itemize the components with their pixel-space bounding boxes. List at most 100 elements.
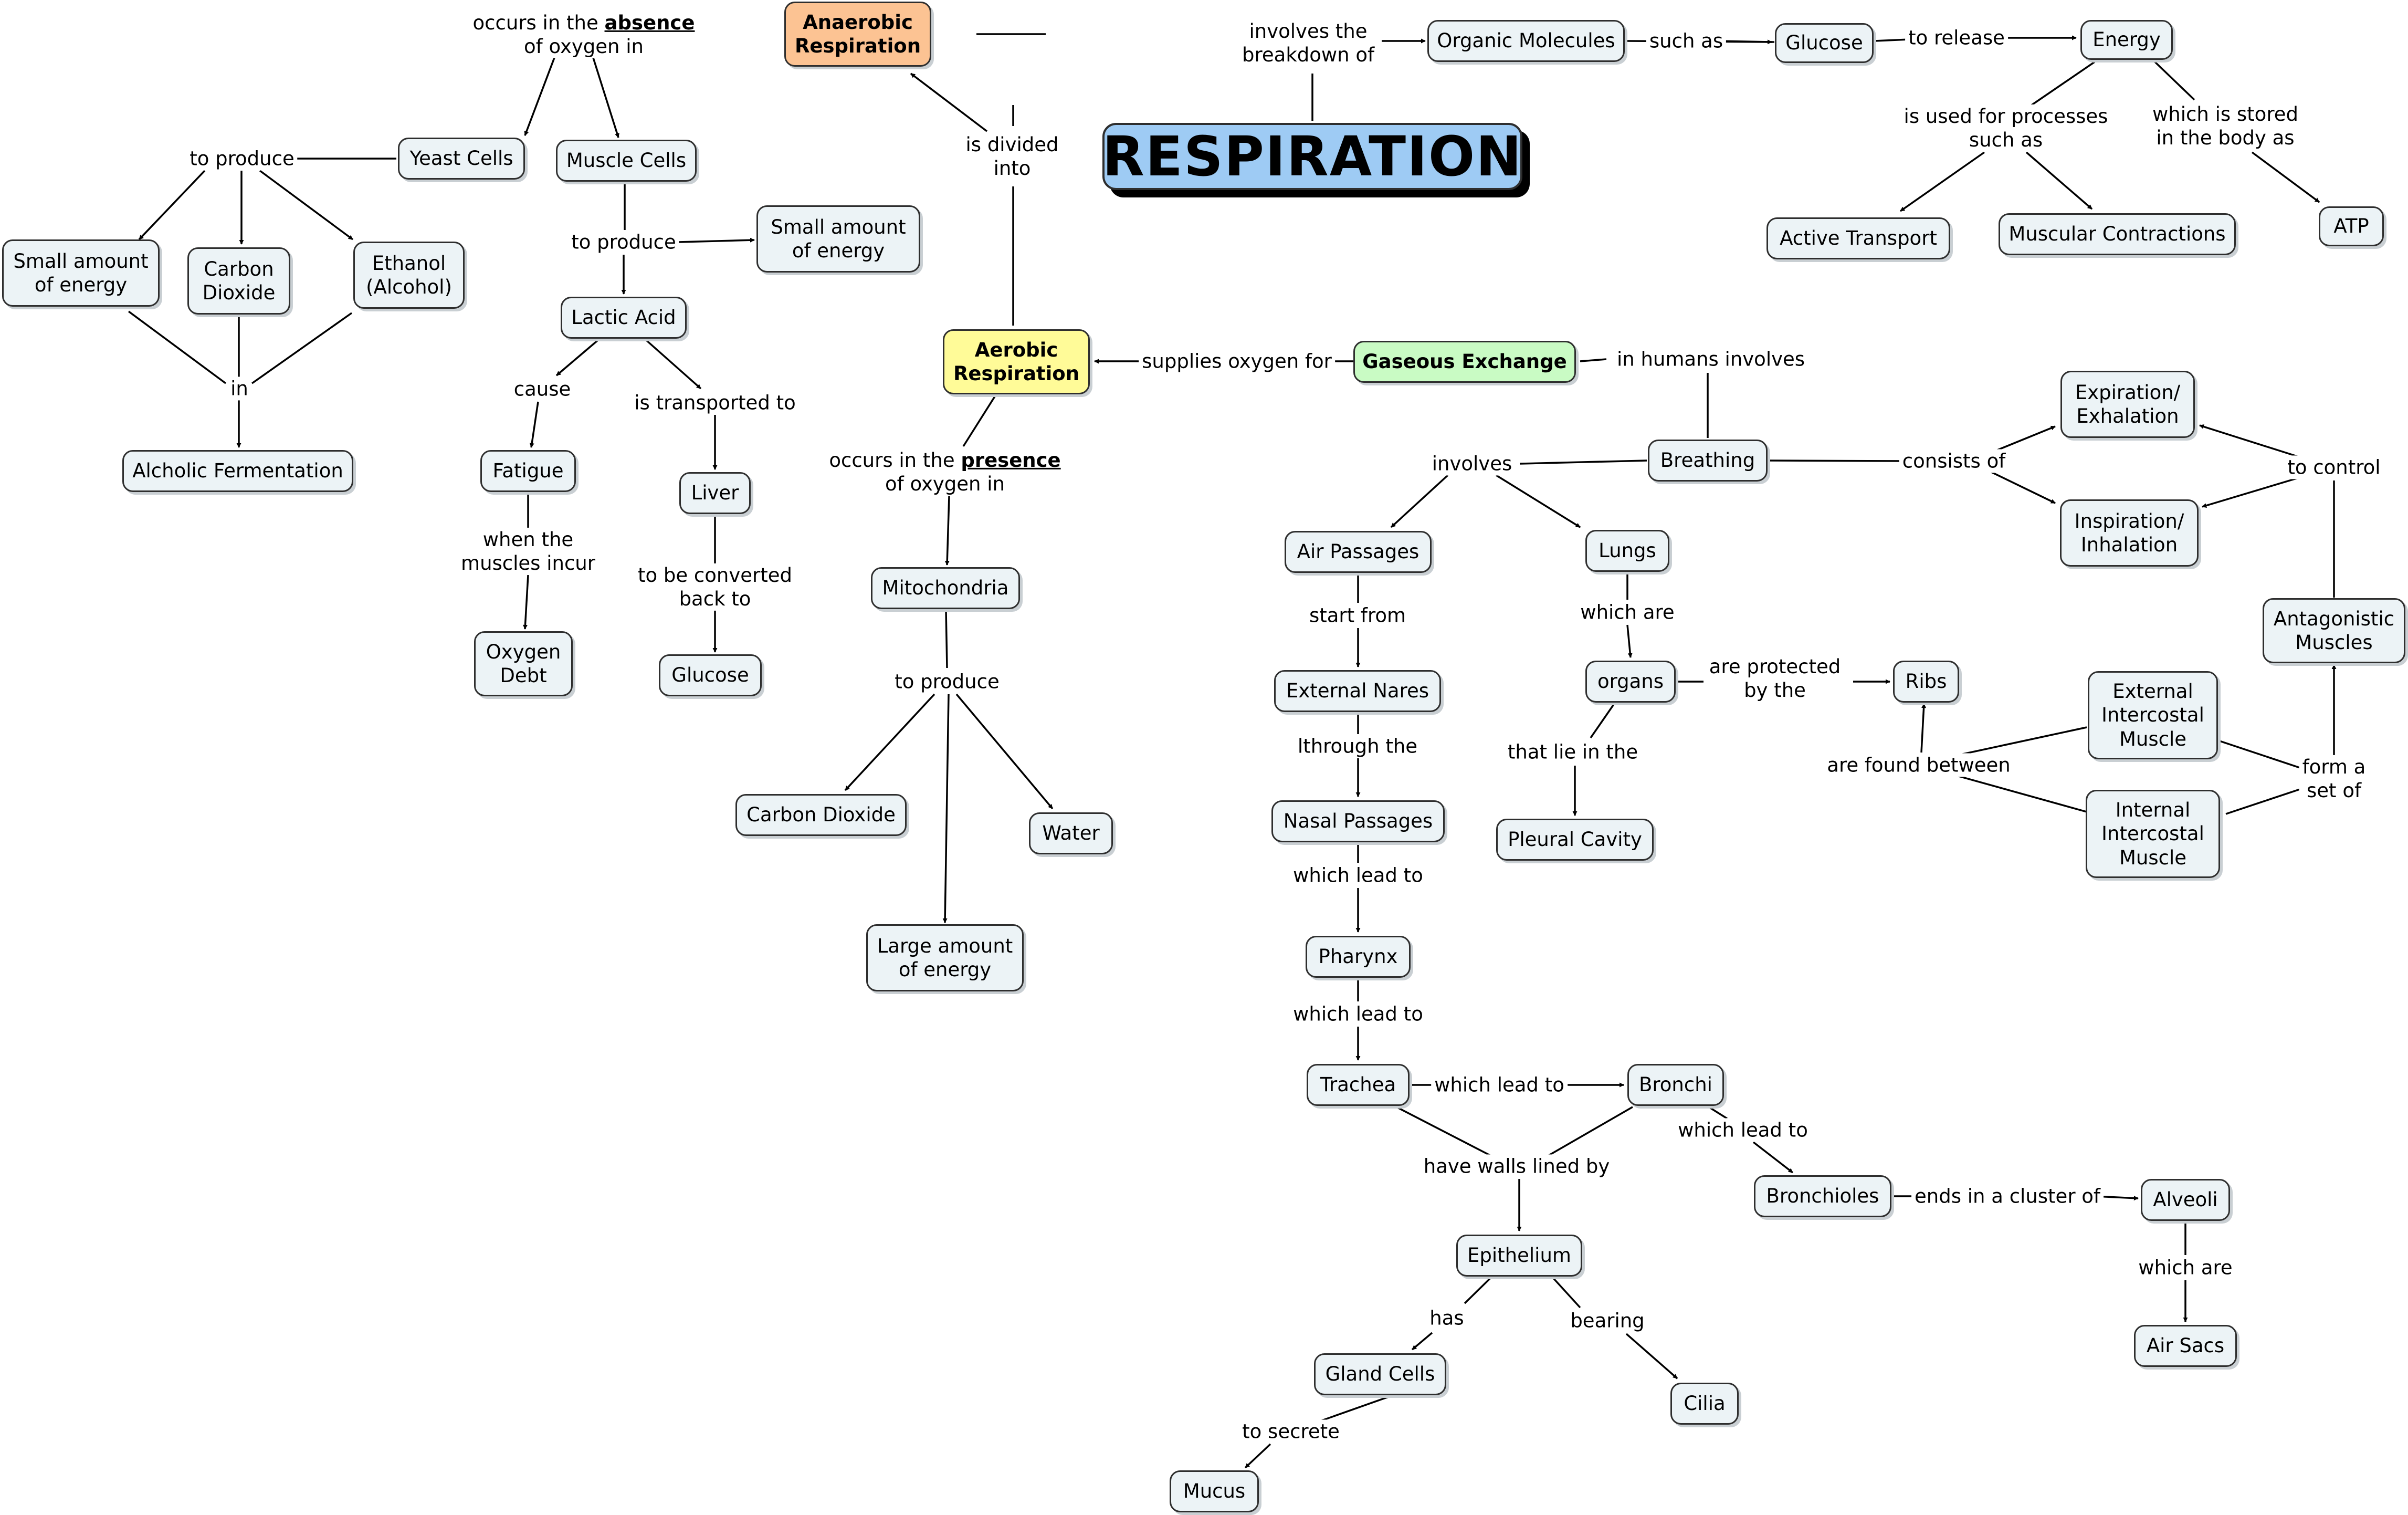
- alveoli-node[interactable]: Alveoli: [2141, 1179, 2230, 1221]
- to-control-label: to control: [2284, 455, 2384, 479]
- connector-arrow: [942, 694, 950, 923]
- external-intercostal-node[interactable]: External Intercostal Muscle: [2088, 671, 2218, 759]
- pleural-cavity-node[interactable]: Pleural Cavity: [1496, 819, 1654, 861]
- nasal-passages-node[interactable]: Nasal Passages: [1271, 800, 1445, 842]
- bronchi-node[interactable]: Bronchi: [1627, 1064, 1724, 1106]
- cause-label: cause: [510, 377, 574, 401]
- active-transport-node[interactable]: Active Transport: [1766, 217, 1950, 259]
- connector-line: [1952, 774, 2087, 813]
- connector-arrow: [2251, 151, 2320, 203]
- connector-arrow: [2025, 151, 2093, 210]
- connector-line: [945, 610, 948, 668]
- connector-line: [1552, 1277, 1581, 1309]
- to-produce-muscle-label: to produce: [568, 230, 679, 254]
- respiration-node[interactable]: RESPIRATION: [1102, 123, 1522, 190]
- organic-molecules-node[interactable]: Organic Molecules: [1427, 20, 1625, 62]
- walls-lined-by-label: have walls lined by: [1420, 1154, 1613, 1178]
- anaerobic-respiration-node[interactable]: Anaerobic Respiration: [784, 2, 931, 67]
- connector-arrow: [1626, 624, 1633, 658]
- to-secrete-label: to secrete: [1239, 1419, 1343, 1444]
- connector-arrow: [844, 693, 935, 791]
- external-nares-node[interactable]: External Nares: [1274, 670, 1441, 712]
- epithelium-node[interactable]: Epithelium: [1456, 1235, 1582, 1277]
- connector-arrow: [1496, 474, 1581, 528]
- connector-arrow: [529, 401, 539, 448]
- divided-into-label: is divided into: [962, 132, 1062, 181]
- lie-in-label: that lie in the: [1504, 740, 1642, 764]
- connector-line: [2154, 61, 2195, 101]
- liver-node[interactable]: Liver: [679, 472, 751, 514]
- form-a-set-of-label: form a set of: [2299, 755, 2369, 803]
- mitochondria-node[interactable]: Mitochondria: [871, 567, 1020, 609]
- lead-to-bronchi-label: which lead to: [1431, 1073, 1568, 1097]
- lungs-node[interactable]: Lungs: [1585, 530, 1669, 572]
- aerobic-respiration-node[interactable]: Aerobic Respiration: [943, 329, 1090, 394]
- alcoholic-fermentation-node[interactable]: Alcholic Fermentation: [122, 450, 353, 492]
- muscular-contractions-node[interactable]: Muscular Contractions: [1999, 213, 2236, 255]
- expiration-node[interactable]: Expiration/ Exhalation: [2060, 371, 2195, 438]
- carbon-dioxide-yeast-node[interactable]: Carbon Dioxide: [187, 247, 290, 315]
- glucose-liver-node[interactable]: Glucose: [659, 654, 762, 696]
- antagonistic-muscles-node[interactable]: Antagonistic Muscles: [2263, 598, 2405, 663]
- connector-line: [1590, 703, 1615, 738]
- large-energy-node[interactable]: Large amount of energy: [866, 924, 1024, 991]
- connector-arrow: [2199, 424, 2308, 461]
- pharynx-node[interactable]: Pharynx: [1306, 936, 1411, 978]
- oxygen-debt-node[interactable]: Oxygen Debt: [474, 631, 573, 696]
- such-as-label: such as: [1646, 29, 1727, 53]
- has-label: has: [1426, 1306, 1467, 1330]
- ethanol-node[interactable]: Ethanol (Alcohol): [353, 242, 465, 309]
- cilia-node[interactable]: Cilia: [1670, 1383, 1739, 1425]
- fatigue-node[interactable]: Fatigue: [480, 450, 576, 492]
- water-node[interactable]: Water: [1029, 812, 1113, 854]
- connector-arrow: [910, 72, 988, 132]
- connector-line: [2225, 787, 2305, 815]
- connector-arrow: [1752, 1141, 1794, 1174]
- connector-arrow: [522, 574, 529, 630]
- lead-to-pharynx-label: which lead to: [1290, 863, 1426, 887]
- mucus-node[interactable]: Mucus: [1170, 1470, 1259, 1512]
- bronchioles-node[interactable]: Bronchioles: [1754, 1175, 1891, 1217]
- small-energy-yeast-node[interactable]: Small amount of energy: [2, 239, 160, 307]
- lthrough-the-label: lthrough the: [1294, 734, 1421, 758]
- connector-arrow: [1390, 474, 1449, 528]
- consists-of-label: consists of: [1899, 449, 2009, 473]
- connector-line: [1580, 358, 1607, 362]
- air-sacs-node[interactable]: Air Sacs: [2134, 1325, 2237, 1367]
- involves-label: involves: [1428, 452, 1516, 476]
- gaseous-exchange-node[interactable]: Gaseous Exchange: [1353, 341, 1576, 383]
- connector-line: [1543, 1106, 1633, 1159]
- connector-arrow: [1411, 1332, 1433, 1351]
- carbon-dioxide-aerobic-node[interactable]: Carbon Dioxide: [735, 794, 907, 836]
- internal-intercostal-node[interactable]: Internal Intercostal Muscle: [2086, 790, 2220, 878]
- muscle-cells-node[interactable]: Muscle Cells: [556, 140, 697, 182]
- supplies-oxygen-label: supplies oxygen for: [1139, 349, 1335, 373]
- lactic-acid-node[interactable]: Lactic Acid: [561, 297, 687, 339]
- energy-node[interactable]: Energy: [2080, 20, 2173, 60]
- in-label: in: [227, 377, 251, 401]
- inspiration-node[interactable]: Inspiration/ Inhalation: [2060, 499, 2199, 567]
- glucose-node[interactable]: Glucose: [1775, 23, 1874, 63]
- organs-node[interactable]: organs: [1585, 661, 1676, 703]
- which-are-alveoli-label: which are: [2135, 1256, 2236, 1280]
- connector-arrow: [678, 237, 755, 243]
- yeast-cells-node[interactable]: Yeast Cells: [398, 138, 525, 180]
- connector-arrow: [259, 170, 354, 241]
- to-produce-mito-label: to produce: [891, 670, 1003, 694]
- gland-cells-node[interactable]: Gland Cells: [1314, 1353, 1446, 1395]
- connector-arrow: [955, 693, 1054, 810]
- start-from-label: start from: [1306, 603, 1410, 628]
- small-energy-muscle-node[interactable]: Small amount of energy: [756, 205, 920, 273]
- air-passages-node[interactable]: Air Passages: [1285, 531, 1432, 573]
- connector-line: [1708, 1106, 1728, 1120]
- connector-arrow: [1899, 151, 1985, 212]
- ribs-node[interactable]: Ribs: [1893, 661, 1959, 703]
- atp-node[interactable]: ATP: [2319, 206, 2384, 246]
- in-humans-involves-label: in humans involves: [1613, 347, 1808, 371]
- lead-to-bronchioles-label: which lead to: [1675, 1118, 1811, 1142]
- connector-line: [1519, 459, 1647, 465]
- breathing-node[interactable]: Breathing: [1648, 440, 1768, 482]
- trachea-node[interactable]: Trachea: [1307, 1064, 1410, 1106]
